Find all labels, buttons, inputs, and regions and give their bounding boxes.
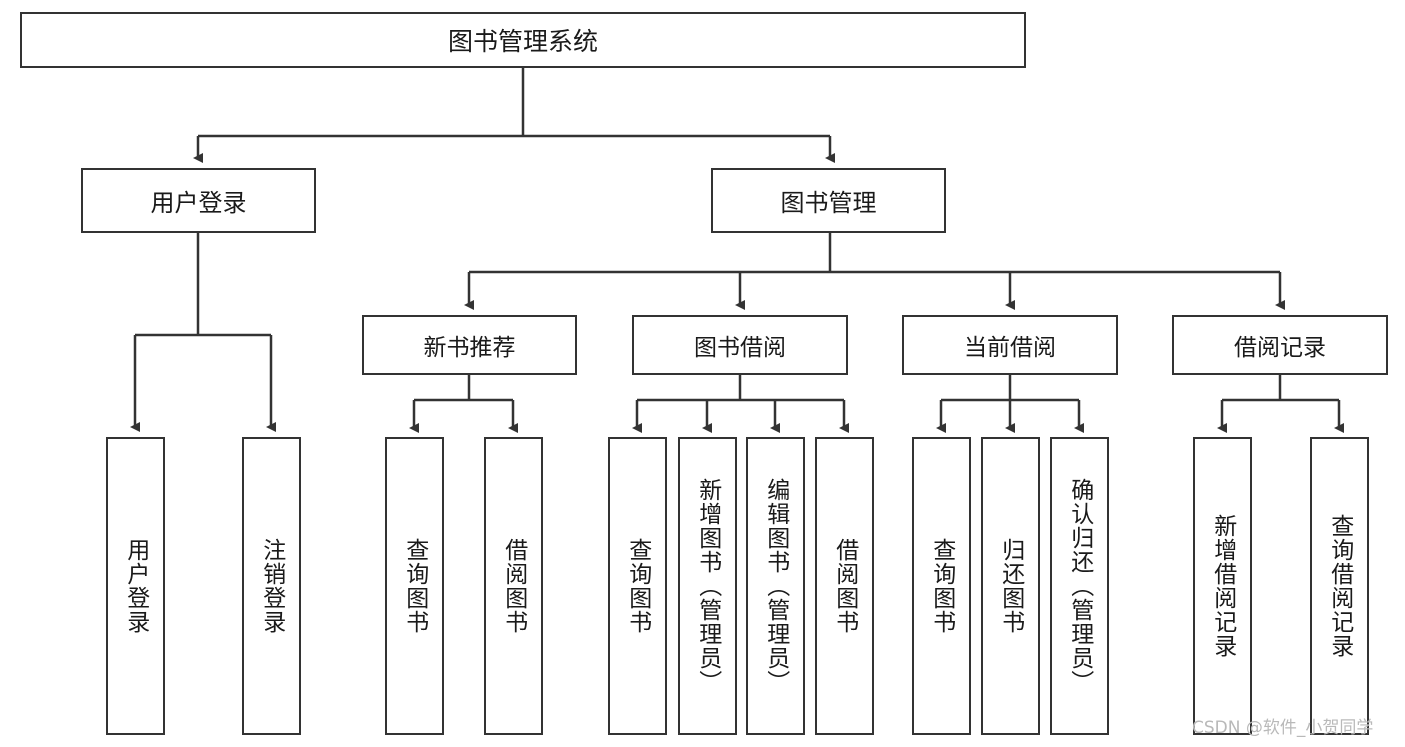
node-label: 确认归还（管理员）: [1066, 478, 1093, 694]
node-root-book-management-system[interactable]: 图书管理系统: [20, 12, 1026, 68]
node-label: 用户登录: [122, 538, 149, 634]
leaf-current-borrow-return-book[interactable]: 归还图书: [981, 437, 1040, 735]
leaf-book-borrow-query-book[interactable]: 查询图书: [608, 437, 667, 735]
node-borrow-record[interactable]: 借阅记录: [1172, 315, 1388, 375]
node-book-management[interactable]: 图书管理: [711, 168, 946, 233]
leaf-new-book-borrow-book[interactable]: 借阅图书: [484, 437, 543, 735]
node-book-borrow[interactable]: 图书借阅: [632, 315, 848, 375]
node-label: 查询借阅记录: [1326, 514, 1353, 658]
leaf-user-login-signin[interactable]: 用户登录: [106, 437, 165, 735]
node-label: 借阅图书: [831, 538, 858, 634]
leaf-borrow-record-query-record[interactable]: 查询借阅记录: [1310, 437, 1369, 735]
node-current-borrow[interactable]: 当前借阅: [902, 315, 1118, 375]
node-label: 新增借阅记录: [1209, 514, 1236, 658]
node-label: 查询图书: [928, 538, 955, 634]
leaf-new-book-query-book[interactable]: 查询图书: [385, 437, 444, 735]
node-label: 归还图书: [997, 538, 1024, 634]
node-label: 图书管理: [780, 189, 877, 217]
leaf-book-borrow-borrow-book[interactable]: 借阅图书: [815, 437, 874, 735]
node-label: 借阅图书: [500, 538, 527, 634]
node-label: 查询图书: [624, 538, 651, 634]
node-label: 用户登录: [150, 189, 247, 217]
node-label: 图书借阅: [694, 335, 786, 361]
leaf-book-borrow-add-book-admin[interactable]: 新增图书（管理员）: [678, 437, 737, 735]
leaf-book-borrow-edit-book-admin[interactable]: 编辑图书（管理员）: [746, 437, 805, 735]
node-label: 新书推荐: [423, 335, 516, 361]
leaf-borrow-record-add-record[interactable]: 新增借阅记录: [1193, 437, 1252, 735]
leaf-current-borrow-confirm-return-admin[interactable]: 确认归还（管理员）: [1050, 437, 1109, 735]
node-label: 编辑图书（管理员）: [762, 478, 789, 694]
node-label: 查询图书: [401, 538, 428, 634]
node-label: 当前借阅: [964, 335, 1056, 361]
node-label: 图书管理系统: [447, 27, 598, 56]
node-label: 借阅记录: [1234, 335, 1326, 361]
leaf-current-borrow-query-book[interactable]: 查询图书: [912, 437, 971, 735]
node-user-login[interactable]: 用户登录: [81, 168, 316, 233]
node-label: 注销登录: [258, 538, 285, 634]
watermark: CSDN @软件_小贺同学: [1192, 718, 1374, 738]
leaf-user-login-signout[interactable]: 注销登录: [242, 437, 301, 735]
node-new-book-recommend[interactable]: 新书推荐: [362, 315, 577, 375]
node-label: 新增图书（管理员）: [694, 478, 721, 694]
